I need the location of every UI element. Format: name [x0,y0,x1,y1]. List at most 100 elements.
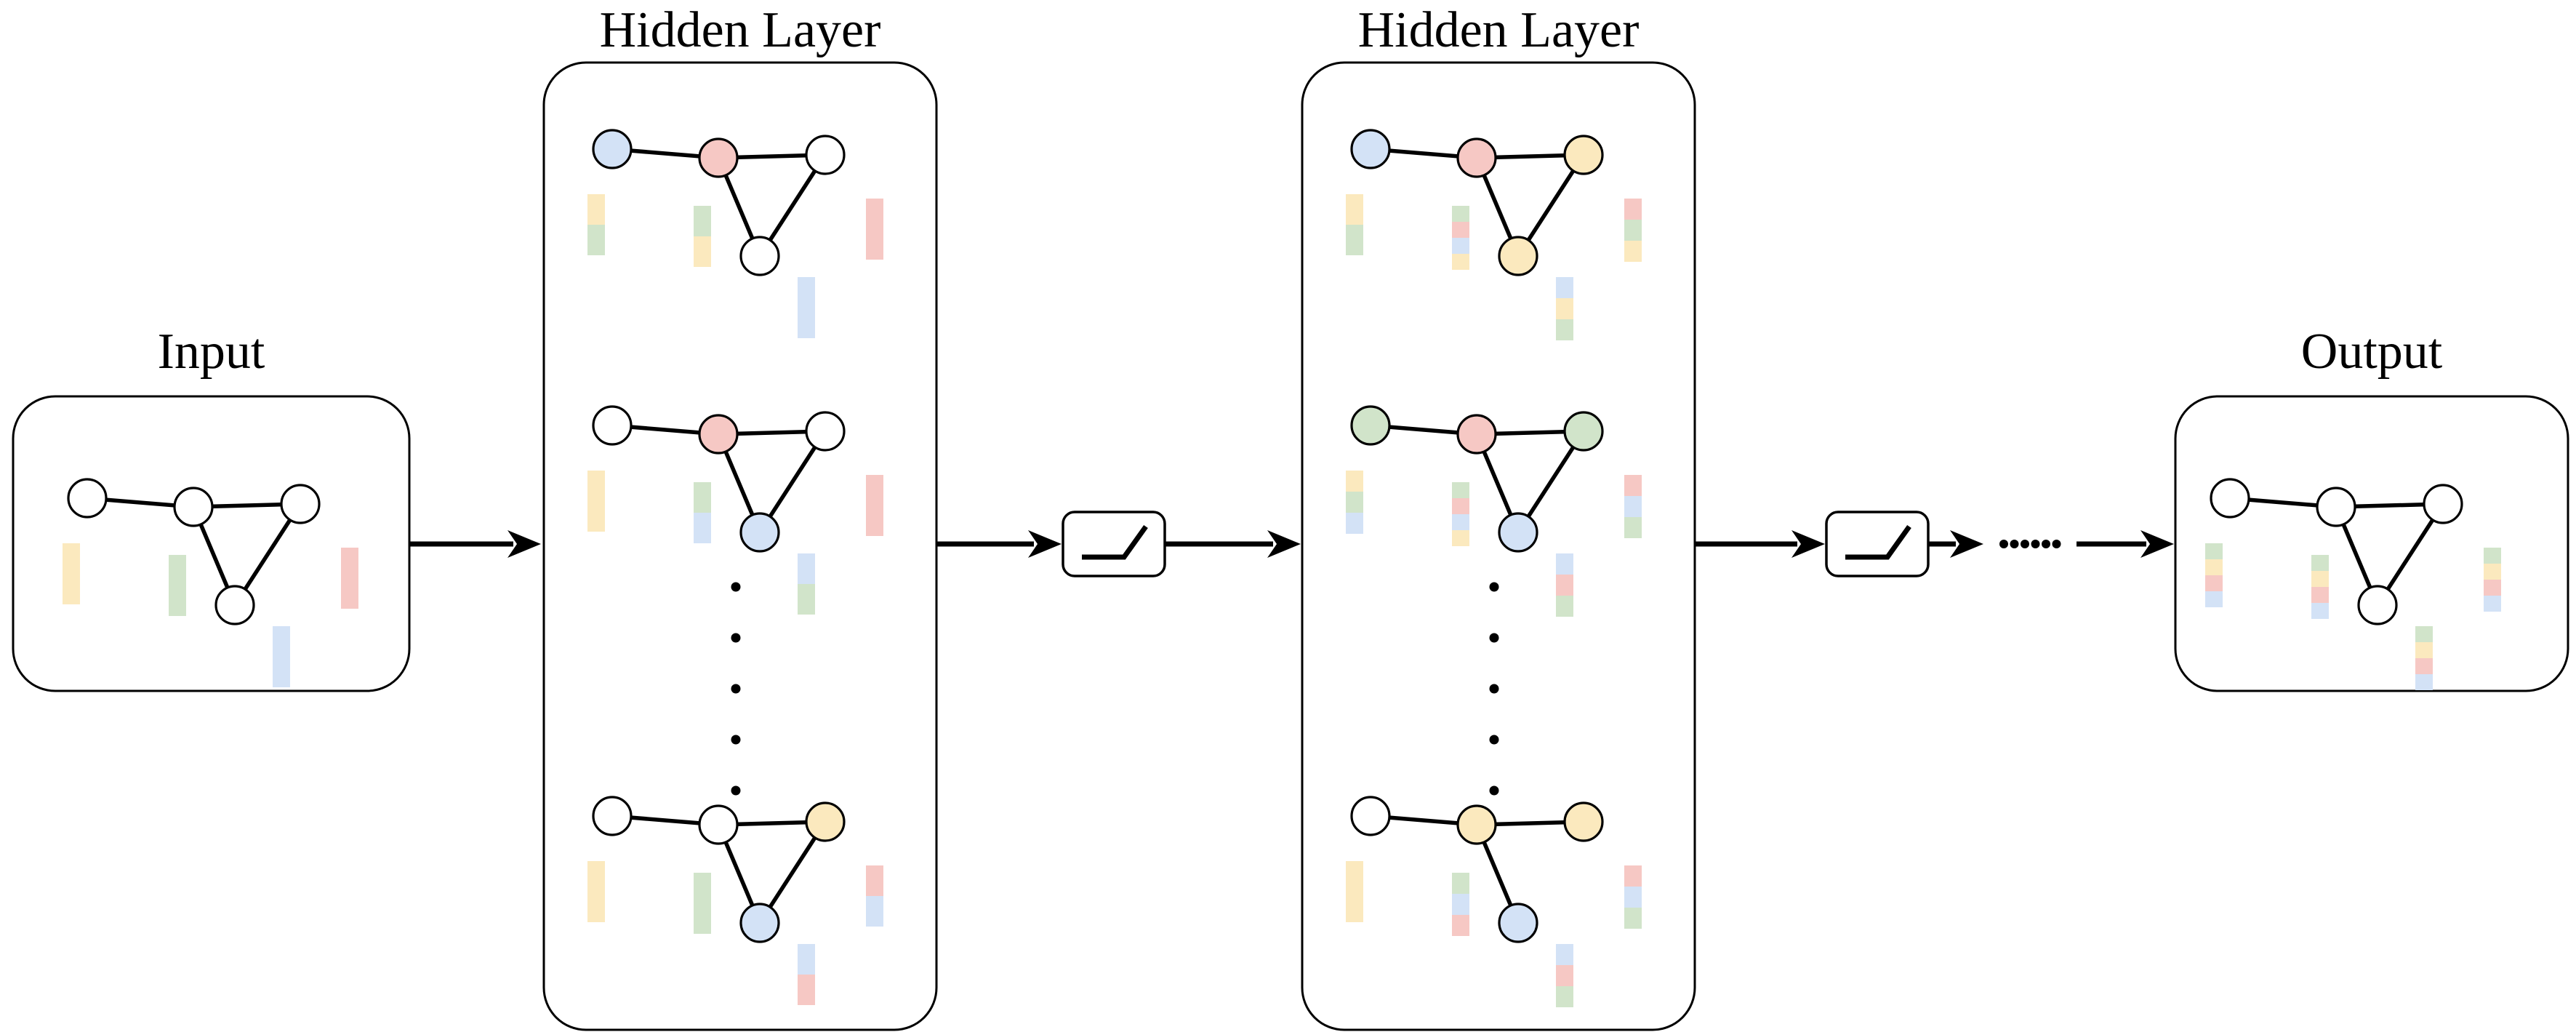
bar-segment-yellow [587,471,605,532]
bar-segment-red [1556,965,1573,986]
graph-node-right [1563,801,1604,842]
bar-segment-yellow [1556,298,1573,319]
bar-segment-yellow [1346,861,1363,922]
feature-bar-left [587,194,605,255]
arrow-head-icon [1791,530,1825,558]
bar-segment-blue [1556,277,1573,298]
bar-segment-green [587,225,605,255]
ellipsis-dot [1489,582,1499,592]
ellipsis-dot [1489,633,1499,643]
feature-bar-left [2205,543,2223,607]
bar-segment-red [1452,915,1469,936]
flow-arrow-5 [1928,530,1983,558]
bar-segment-red [2415,658,2433,674]
bar-segment-blue [1624,887,1642,908]
bar-segment-yellow [1346,471,1363,492]
feature-bar-left [587,471,605,532]
bar-segment-green [2205,543,2223,559]
feature-bar-right [866,475,883,536]
bar-segment-blue [1346,513,1363,534]
graph-node-right [2423,484,2463,524]
graph-node-left [1350,796,1391,836]
graph-node-bottom [739,512,780,553]
relu-curve-icon [1845,524,1911,560]
graph-node-center [1456,137,1497,178]
feature-bar-center [169,555,186,616]
bar-segment-green [1556,596,1573,617]
ellipsis-dot [731,735,741,745]
feature-bar-left [1346,194,1363,255]
ellipsis-dot [1489,785,1499,796]
chain-dot [2042,540,2050,548]
hidden1-ellipsis [731,582,741,796]
graph-node-left [67,478,108,519]
hidden1-graph-2 [587,796,883,1005]
feature-bar-bottom [798,277,815,338]
chain-dot [2021,540,2029,548]
bar-segment-yellow [2205,559,2223,575]
graph-node-bottom [214,585,255,625]
hidden1-graph-1 [587,405,883,615]
bar-segment-blue [1452,894,1469,915]
graph-node-right [1563,135,1604,175]
graph-node-right [280,484,321,524]
bar-segment-yellow [2415,642,2433,658]
chain-ellipsis [1999,540,2061,548]
ellipsis-dot [731,684,741,694]
output-box [2174,395,2569,692]
bar-segment-blue [798,277,815,338]
feature-bar-right [866,199,883,260]
graph-node-bottom [739,903,780,943]
feature-bar-bottom [798,553,815,615]
graph-node-bottom [1498,236,1538,276]
feature-bar-center [1452,206,1469,270]
graph-node-center [698,414,739,455]
ellipsis-dot [731,633,741,643]
activation-box [1062,511,1166,577]
bar-segment-green [694,873,711,934]
bar-segment-blue [1556,944,1573,965]
bar-segment-blue [798,553,815,584]
bar-segment-blue [866,896,883,927]
feature-bar-center [2311,555,2329,619]
bar-segment-blue [2415,674,2433,690]
ellipsis-dot [1489,684,1499,694]
bar-segment-yellow [587,194,605,225]
relu-curve-icon [1082,524,1148,560]
output-graph-0 [2205,478,2501,690]
bar-segment-blue [2311,603,2329,619]
flow-arrow-2 [936,530,1062,558]
bar-segment-green [798,584,815,615]
graph-node-left [592,405,633,446]
bar-segment-blue [798,944,815,975]
bar-segment-blue [1452,514,1469,530]
feature-bar-bottom [798,944,815,1005]
activation-1-relu-icon [1062,511,1166,577]
arrow-head-icon [1267,530,1301,558]
feature-bar-center [1452,873,1469,936]
hidden2-graph-2 [1346,796,1642,1007]
graph-node-center [698,804,739,845]
feature-bar-left [63,543,80,604]
feature-bar-center [1452,482,1469,546]
hidden2-graph-1 [1346,405,1642,617]
bar-segment-green [1624,517,1642,538]
bar-segment-blue [2205,591,2223,607]
bar-segment-red [1624,865,1642,887]
feature-bar-left [1346,471,1363,534]
graph-node-center [1456,414,1497,455]
hidden2-graph-0 [1346,129,1642,340]
bar-segment-green [694,206,711,236]
bar-segment-green [1346,492,1363,513]
hidden2-ellipsis [1489,582,1499,796]
feature-bar-left [587,861,605,922]
ellipsis-dot [1489,735,1499,745]
bar-segment-red [866,865,883,896]
graph-node-bottom [739,236,780,276]
bar-segment-red [1556,575,1573,596]
bar-segment-green [694,482,711,513]
bar-segment-green [2484,548,2501,564]
bar-segment-yellow [2484,564,2501,580]
bar-segment-blue [1624,496,1642,517]
